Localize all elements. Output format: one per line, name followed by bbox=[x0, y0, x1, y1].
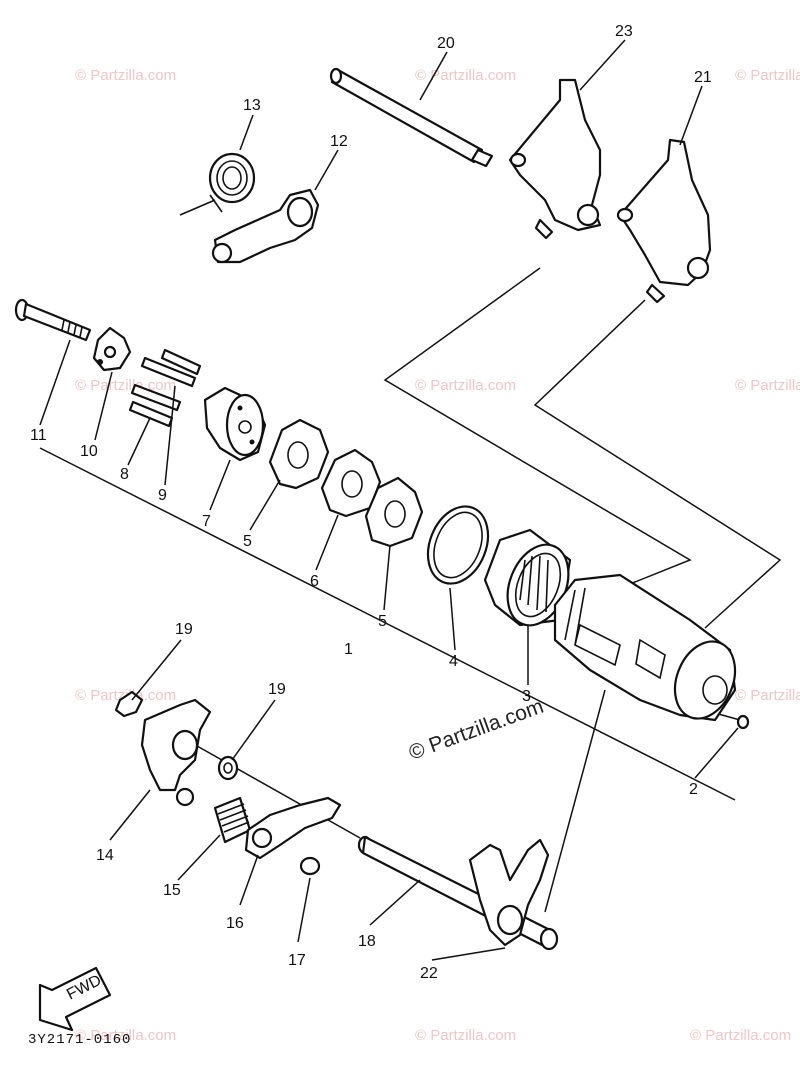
fwd-arrow-icon: FWD bbox=[38, 966, 112, 1032]
callout-18: 18 bbox=[358, 933, 376, 950]
part-13-spring bbox=[179, 152, 256, 216]
callout-labels: 20 23 21 13 12 11 10 8 9 7 5 6 5 1 4 3 2… bbox=[30, 23, 712, 982]
part-7-segment-drum bbox=[203, 386, 267, 462]
callout-13: 13 bbox=[243, 97, 261, 114]
callout-5-upper: 5 bbox=[243, 533, 252, 550]
callout-1: 1 bbox=[344, 641, 353, 658]
watermark-text: © Partzilla.com bbox=[690, 1027, 791, 1044]
center-watermark: © Partzilla.com bbox=[406, 695, 547, 765]
fork-22-reference-line bbox=[544, 689, 606, 913]
callout-16: 16 bbox=[226, 915, 244, 932]
watermark-text: © Partzilla.com bbox=[415, 1027, 516, 1044]
diagram-code: 3Y2171-0160 bbox=[28, 1032, 131, 1048]
part-2-pin bbox=[736, 714, 750, 730]
fork-21-reference-line bbox=[533, 299, 782, 629]
callout-22: 22 bbox=[420, 965, 438, 982]
part-20-guide-bar bbox=[329, 67, 494, 168]
callout-19-left: 19 bbox=[175, 621, 193, 638]
part-17-circlip bbox=[299, 856, 321, 876]
part-19-circlip-a bbox=[114, 690, 144, 718]
callout-14: 14 bbox=[96, 847, 114, 864]
part-3-bearing bbox=[483, 528, 572, 627]
part-19-circlip-b bbox=[217, 755, 239, 781]
part-5-plate-b bbox=[364, 476, 424, 548]
watermark-text: © Partzilla.com bbox=[735, 687, 800, 704]
part-15-spring bbox=[213, 796, 252, 844]
callout-10: 10 bbox=[80, 443, 98, 460]
watermark-text: © Partzilla.com bbox=[75, 1027, 176, 1044]
callout-17: 17 bbox=[288, 952, 306, 969]
callout-15: 15 bbox=[163, 882, 181, 899]
callout-20: 20 bbox=[437, 35, 455, 52]
callout-21: 21 bbox=[694, 69, 712, 86]
axis-line-main bbox=[39, 447, 736, 801]
part-22-shift-fork bbox=[468, 838, 550, 947]
callout-19-right: 19 bbox=[268, 681, 286, 698]
part-10-segment bbox=[92, 326, 132, 372]
shaft-center-line bbox=[189, 741, 361, 839]
part-1-shift-drum bbox=[553, 573, 737, 722]
callout-12: 12 bbox=[330, 133, 348, 150]
watermark-text: © Partzilla.com bbox=[735, 67, 800, 84]
callout-leaders bbox=[39, 39, 739, 961]
watermark-text: © Partzilla.com bbox=[415, 67, 516, 84]
callout-6: 6 bbox=[310, 573, 319, 590]
part-14-shift-arm bbox=[140, 698, 212, 807]
callout-9: 9 bbox=[158, 487, 167, 504]
watermark-text: © Partzilla.com bbox=[75, 67, 176, 84]
callout-23: 23 bbox=[615, 23, 633, 40]
callout-11: 11 bbox=[30, 427, 47, 444]
callout-2: 2 bbox=[689, 781, 698, 798]
part-8-9-pins bbox=[128, 348, 202, 428]
part-5-plate-a bbox=[268, 418, 330, 490]
part-4-circlip bbox=[426, 505, 490, 585]
watermark-text: © Partzilla.com bbox=[75, 377, 176, 394]
callout-5-lower: 5 bbox=[378, 613, 387, 630]
watermark-text: © Partzilla.com bbox=[735, 377, 800, 394]
callout-3: 3 bbox=[522, 688, 531, 705]
callout-8: 8 bbox=[120, 466, 129, 483]
part-21-shift-fork bbox=[616, 138, 712, 304]
part-16-plate bbox=[244, 796, 342, 860]
part-11-bolt bbox=[14, 298, 92, 342]
watermark-text: © Partzilla.com bbox=[415, 377, 516, 394]
part-12-stopper-lever bbox=[211, 188, 320, 264]
callout-4: 4 bbox=[449, 653, 458, 670]
callout-7: 7 bbox=[202, 513, 211, 530]
part-23-shift-fork bbox=[508, 78, 602, 240]
